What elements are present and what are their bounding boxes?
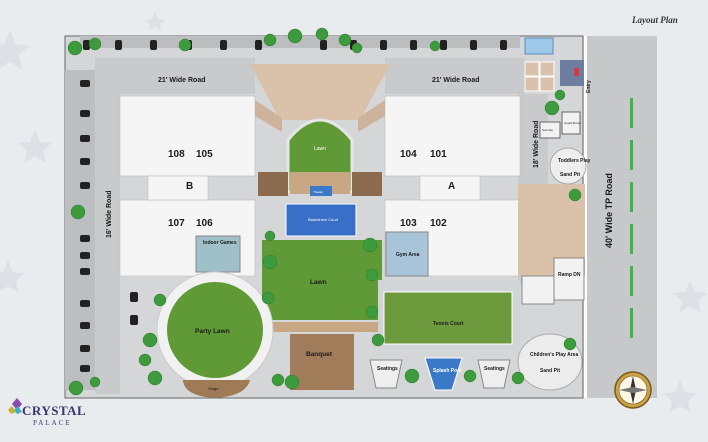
road-top-left-label: 21' Wide Road: [158, 77, 206, 84]
entry-gate: [560, 60, 584, 86]
seating-right: [477, 359, 511, 389]
gym-label: Gym Area: [396, 252, 420, 258]
ramp-label: Ramp DN: [558, 272, 581, 278]
lawn-mid-label: Lawn: [310, 279, 327, 286]
theater-seats: [290, 172, 350, 194]
road-top-right: [385, 58, 525, 94]
lawn-mid: [262, 240, 382, 320]
badminton-court: [285, 203, 357, 237]
road-left: [95, 94, 120, 394]
road-edge: [584, 36, 587, 398]
road-left-label: 16' Wide Road: [106, 191, 113, 239]
flat-104: 104: [400, 149, 417, 160]
seating-left-label: Seatings: [377, 366, 398, 372]
background-stars: [0, 12, 707, 413]
banquet: [290, 334, 354, 390]
brand-name: CRYSTAL: [22, 403, 87, 418]
entry-mark: [574, 68, 579, 76]
flat-102: 102: [430, 218, 447, 229]
badminton-label: Badminton Court: [308, 217, 339, 222]
road-right-label: 18' Wide Road: [533, 121, 540, 169]
toddlers-play: [549, 147, 587, 185]
flat-103: 103: [400, 218, 417, 229]
kids-label: Children's Play Area: [530, 352, 578, 358]
tennis-label: Tennis Court: [433, 321, 464, 327]
stage-label: Stage: [208, 386, 219, 391]
flat-108: 108: [168, 149, 185, 160]
flat-105: 105: [196, 149, 213, 160]
indoor-games: [195, 235, 241, 273]
road-top-left: [95, 58, 255, 94]
security-cabin: [539, 121, 561, 139]
walkway-left: [258, 172, 288, 196]
seating-right-label: Seatings: [484, 366, 505, 372]
ramp: [553, 257, 585, 301]
trees: [67, 27, 582, 396]
flat-107: 107: [168, 218, 185, 229]
walkway-right: [352, 172, 382, 196]
seating-left: [369, 359, 403, 389]
compass-icon: [614, 371, 652, 409]
tp-road: [587, 36, 657, 398]
party-lawn-label: Party Lawn: [195, 328, 230, 335]
theater-label: Theater: [313, 190, 323, 194]
wing-a-label: A: [448, 181, 455, 192]
gym-area: [385, 231, 429, 277]
parking-strip-left: [65, 70, 95, 390]
road-top-right-label: 21' Wide Road: [432, 77, 480, 84]
wing-b-label: B: [186, 181, 193, 192]
toddlers-label: Toddlers Play: [558, 158, 591, 164]
theater: [310, 186, 332, 196]
flat-101: 101: [430, 149, 447, 160]
arc-right: [358, 100, 385, 132]
flat-106: 106: [196, 218, 213, 229]
entry-tiles: [524, 61, 555, 92]
entry-label: Entry: [586, 80, 592, 93]
plan-title: Layout Plan: [632, 15, 678, 25]
mid-walkway: [262, 322, 382, 332]
tennis-court: [383, 291, 513, 345]
guard-cabin: [561, 111, 581, 135]
top-fan: [250, 64, 390, 120]
road-centerline: [630, 98, 633, 338]
sand-pit-bottom-label: Sand Pit: [540, 368, 560, 374]
guard-label: Guard Room: [564, 121, 582, 125]
tp-road-label: 40' Wide TP Road: [604, 173, 614, 248]
right-building: [521, 275, 555, 305]
right-fan: [518, 184, 585, 276]
arc-left: [255, 100, 282, 132]
lawn-top-label: Lawn: [314, 146, 326, 152]
security-label: Security: [542, 128, 553, 132]
stage: [183, 380, 250, 398]
pool-label: Splash Pool: [433, 368, 462, 374]
brand-sub: PALACE: [33, 419, 72, 427]
splash-pool: [424, 357, 463, 391]
crystal-logo-icon: [8, 398, 22, 414]
banquet-label: Banquet: [306, 351, 333, 358]
party-lawn: [167, 282, 263, 378]
fountain: [524, 37, 554, 55]
sand-pit-top-label: Sand Pit: [560, 172, 580, 178]
indoor-games-label: Indoor Games: [203, 240, 237, 246]
